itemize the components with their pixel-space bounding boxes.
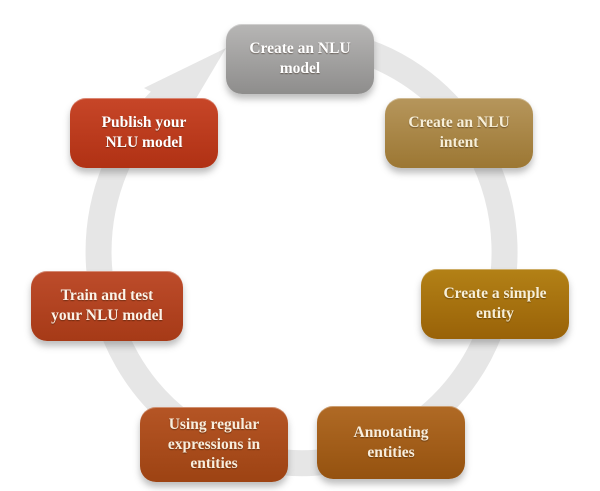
- step-create-nlu-intent: Create an NLU intent: [385, 98, 533, 168]
- step-label: Create an NLU model: [249, 40, 351, 77]
- step-label: Create a simple entity: [443, 285, 547, 322]
- step-label: Create an NLU intent: [408, 114, 510, 151]
- step-create-simple-entity: Create a simple entity: [421, 269, 569, 339]
- step-train-and-test-model: Train and test your NLU model: [31, 271, 183, 341]
- step-label: Annotating entities: [353, 423, 429, 461]
- clockwise-arrowhead-icon: [144, 48, 226, 112]
- step-label: Publish your NLU model: [101, 114, 187, 151]
- step-label: Using regular expressions in entities: [167, 415, 261, 473]
- step-publish-model: Publish your NLU model: [70, 98, 218, 168]
- step-label: Train and test your NLU model: [51, 287, 163, 324]
- step-create-nlu-model: Create an NLU model: [226, 24, 374, 94]
- step-using-regular-expressions: Using regular expressions in entities: [140, 407, 288, 482]
- step-annotating-entities: Annotating entities: [317, 406, 465, 479]
